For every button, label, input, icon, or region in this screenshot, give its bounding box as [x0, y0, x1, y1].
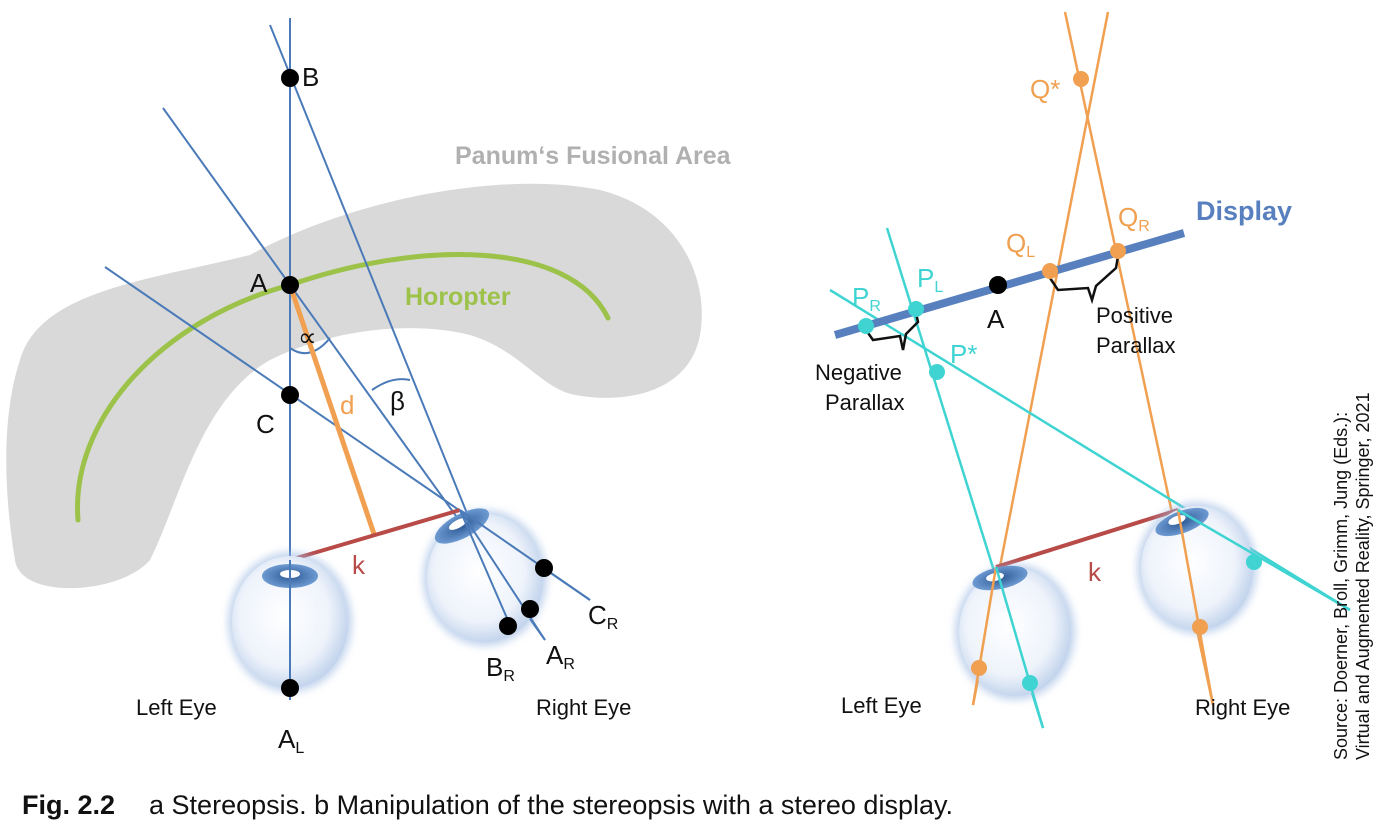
point-A	[281, 276, 299, 294]
negative-parallax-label-1: Negative	[815, 360, 902, 385]
left-eye-label-a: Left Eye	[136, 695, 217, 720]
point-A-L	[281, 679, 299, 697]
point-B	[281, 69, 299, 87]
right-diagram: Display	[815, 11, 1351, 729]
label-P-R: PR	[852, 282, 881, 315]
point-Q-L	[1042, 263, 1058, 279]
right-eye	[423, 508, 591, 646]
point-cyan-left-eye	[1022, 675, 1038, 691]
label-B: B	[302, 62, 319, 92]
alpha-arc	[289, 337, 331, 355]
figure-caption: Fig. 2.2 a Stereopsis. b Manipulation of …	[22, 790, 953, 821]
positive-parallax-label-2: Parallax	[1096, 333, 1175, 358]
positive-parallax-label-1: Positive	[1096, 303, 1173, 328]
left-eye	[228, 552, 352, 700]
point-B-R	[499, 617, 517, 635]
point-cyan-right-eye	[1246, 554, 1262, 570]
beta-label: β	[390, 386, 405, 416]
source-credit: Source: Doerner, Broll, Grimm, Jung (Eds…	[1330, 392, 1374, 760]
negative-parallax-label-2: Parallax	[825, 390, 904, 415]
source-line-1: Source: Doerner, Broll, Grimm, Jung (Eds…	[1331, 411, 1351, 760]
label-A-L: AL	[278, 724, 304, 757]
point-orange-right-eye	[1192, 619, 1208, 635]
left-eye-b	[955, 564, 1075, 729]
k-label-left: k	[352, 550, 366, 580]
point-C-R	[535, 559, 553, 577]
point-orange-left-eye	[971, 660, 987, 676]
panum-label: Panum‘s Fusional Area	[455, 142, 732, 170]
label-P-star: P*	[950, 339, 977, 369]
point-A-display	[989, 276, 1007, 294]
left-diagram: Panum‘s Fusional Area Horopter	[6, 18, 732, 757]
point-P-L	[908, 301, 924, 317]
horopter-label: Horopter	[405, 283, 511, 311]
right-eye-label-a: Right Eye	[536, 695, 631, 720]
label-C-R: CR	[588, 600, 618, 633]
point-C	[281, 386, 299, 404]
label-Q-star: Q*	[1030, 74, 1060, 104]
k-label-right: k	[1088, 557, 1102, 587]
label-B-R: BR	[486, 652, 515, 685]
positive-parallax-brace	[1048, 255, 1120, 305]
point-P-star	[929, 364, 945, 380]
point-A-R	[521, 600, 539, 618]
caption-text: a Stereopsis. b Manipulation of the ster…	[149, 790, 953, 820]
point-Q-star	[1073, 71, 1089, 87]
label-A-display: A	[987, 304, 1005, 334]
label-Q-L: QL	[1006, 228, 1035, 261]
d-line	[287, 284, 377, 535]
negative-parallax-brace	[864, 312, 920, 351]
left-eye-label-b: Left Eye	[841, 693, 922, 718]
label-Q-R: QR	[1118, 202, 1150, 235]
label-P-L: PL	[917, 263, 943, 296]
k-line-right	[995, 508, 1179, 569]
panum-area	[6, 183, 702, 589]
display-label: Display	[1196, 196, 1292, 226]
beta-arc	[371, 378, 411, 391]
point-Q-R	[1110, 243, 1126, 259]
d-label: d	[340, 390, 354, 420]
right-eye-label-b: Right Eye	[1195, 695, 1290, 720]
alpha-label: ∝	[298, 322, 317, 352]
caption-number: Fig. 2.2	[22, 790, 116, 820]
p-line-right	[829, 288, 1351, 612]
source-line-2: Virtual and Augmented Reality, Springer,…	[1353, 392, 1373, 760]
right-eye-b	[1137, 502, 1351, 706]
label-C: C	[256, 409, 275, 439]
k-line	[289, 508, 461, 562]
label-A: A	[250, 268, 268, 298]
point-P-R	[858, 318, 874, 334]
label-A-R: AR	[546, 640, 575, 673]
